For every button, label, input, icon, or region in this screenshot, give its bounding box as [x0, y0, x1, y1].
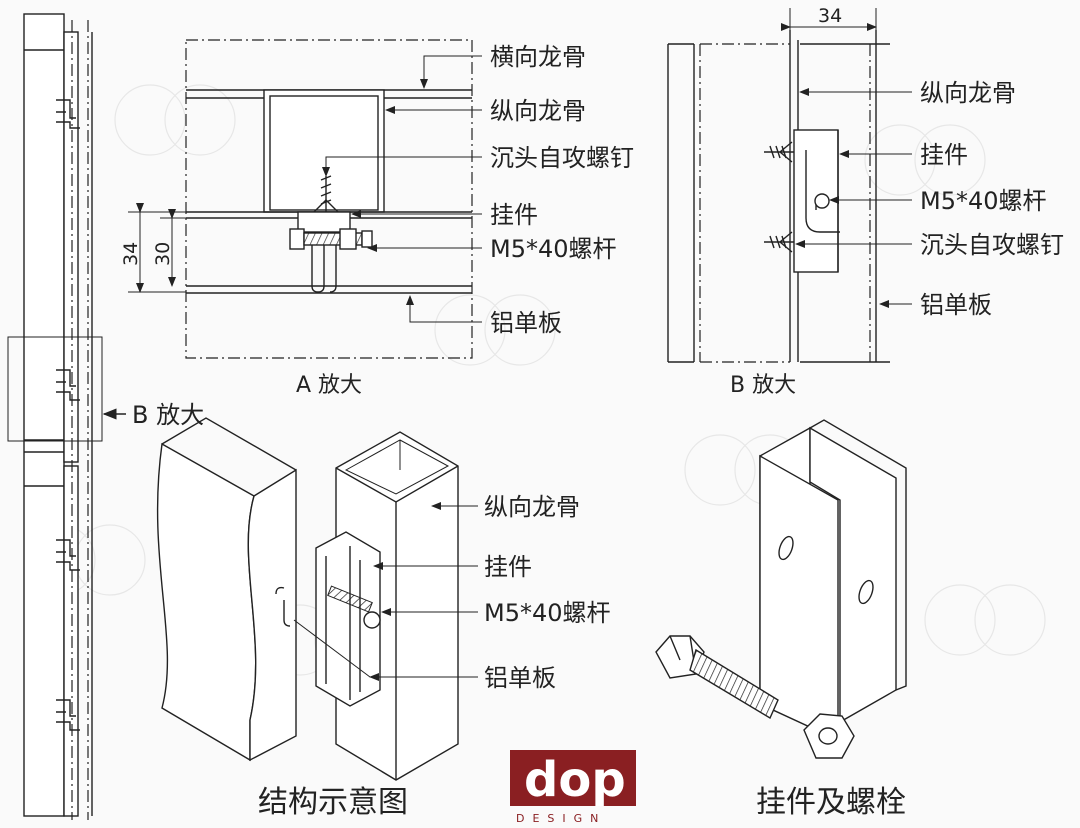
countersunk-screw-b [764, 141, 794, 253]
label-a-bolt: M5*40螺杆 [490, 235, 617, 263]
label-3d-bolt: M5*40螺杆 [484, 599, 611, 627]
dim-b-34-label: 34 [818, 5, 842, 27]
logo-text: dop [524, 752, 626, 808]
dop-design-logo: dop DESIGN [510, 750, 636, 825]
u-bracket [759, 419, 907, 742]
structure-view: 纵向龙骨 挂件 M5*40螺杆 铝单板 结构示意图 [156, 417, 611, 820]
side-elevation: B 放大 [7, 13, 204, 820]
label-b-bolt: M5*40螺杆 [920, 187, 1047, 215]
detail-b-callout-label: B 放大 [132, 401, 204, 429]
detail-a-caption: A 放大 [296, 373, 362, 398]
detail-b: 34 纵向龙骨 挂件 M5*40螺杆 沉头自攻螺钉 铝单板 B 放大 [667, 5, 1064, 398]
dim-30-label: 30 [152, 242, 174, 266]
hex-nut [803, 713, 855, 759]
label-b-vertical-keel: 纵向龙骨 [920, 79, 1016, 107]
clip-a [297, 211, 351, 293]
detail-a: 34 30 横向龙骨 纵向龙骨 沉头自攻螺钉 挂件 M5*40螺杆 铝单板 A … [120, 39, 634, 398]
label-b-screw: 沉头自攻螺钉 [920, 231, 1064, 259]
dim-34-label: 34 [120, 242, 142, 266]
label-a-vertical-keel: 纵向龙骨 [490, 97, 586, 125]
logo-subtitle: DESIGN [516, 812, 606, 825]
clip-b [793, 129, 840, 273]
dimension-a: 34 30 [120, 203, 186, 293]
label-b-clip: 挂件 [920, 141, 968, 169]
hardware-view-caption: 挂件及螺栓 [756, 785, 906, 820]
label-3d-vertical-keel: 纵向龙骨 [484, 493, 580, 521]
label-a-clip: 挂件 [490, 201, 538, 229]
structure-view-caption: 结构示意图 [258, 785, 408, 820]
label-a-horizontal-keel: 横向龙骨 [490, 43, 586, 71]
detail-b-caption: B 放大 [730, 373, 796, 398]
hardware-view: 挂件及螺栓 [655, 419, 907, 820]
aluminum-panel-3d [156, 417, 297, 762]
label-3d-clip: 挂件 [484, 553, 532, 581]
hex-bolt [655, 635, 779, 720]
label-b-panel: 铝单板 [920, 291, 992, 319]
countersunk-screw-a [313, 175, 339, 213]
label-a-screw: 沉头自攻螺钉 [490, 144, 634, 172]
detail-b-callout-box [7, 336, 103, 442]
side-clip-brackets [56, 99, 80, 731]
label-a-panel: 铝单板 [490, 309, 562, 337]
label-3d-panel: 铝单板 [484, 664, 556, 692]
bolt-a [289, 228, 373, 250]
bolt-3d [327, 585, 381, 629]
